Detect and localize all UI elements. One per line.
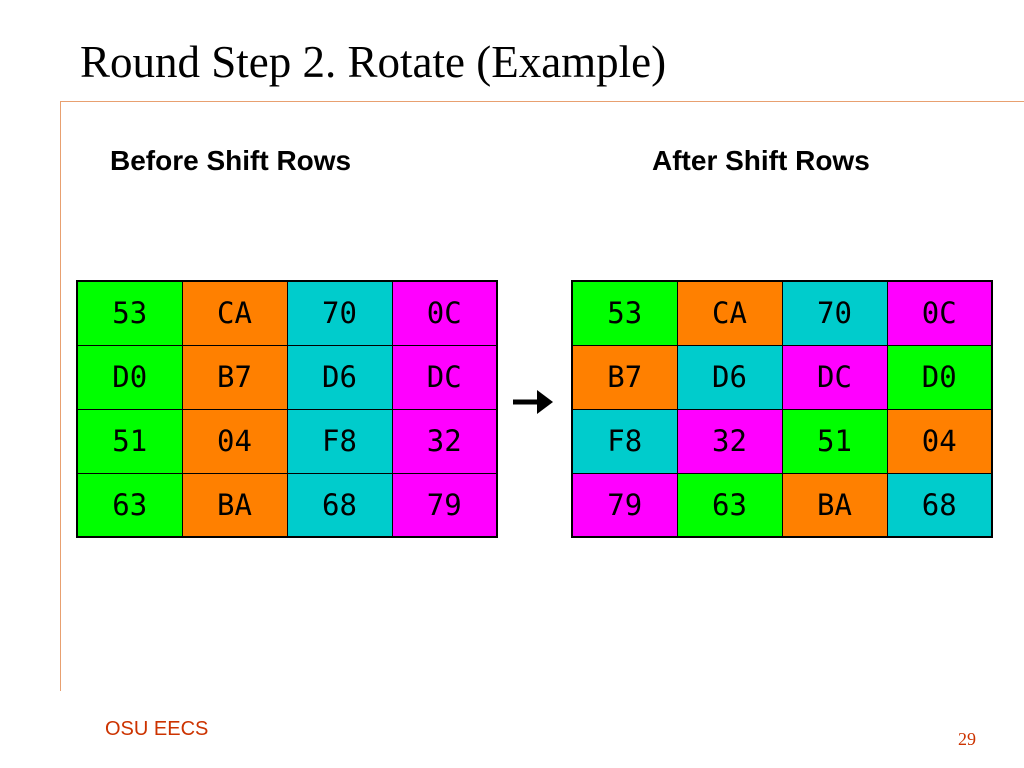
page-number: 29 — [958, 729, 976, 749]
byte-cell: 53 — [76, 280, 183, 346]
byte-cell: D0 — [76, 344, 183, 410]
byte-cell: 68 — [886, 472, 993, 538]
byte-cell: D6 — [286, 344, 393, 410]
slide-title: Round Step 2. Rotate (Example) — [80, 37, 667, 87]
byte-cell: 32 — [676, 408, 783, 474]
byte-cell: 0C — [391, 280, 498, 346]
byte-cell: 51 — [76, 408, 183, 474]
left-margin-divider — [60, 101, 61, 691]
before-shift-rows-heading: Before Shift Rows — [110, 145, 352, 176]
byte-cell: 51 — [781, 408, 888, 474]
title-divider — [60, 101, 1024, 102]
byte-cell: B7 — [181, 344, 288, 410]
byte-cell: 04 — [181, 408, 288, 474]
byte-cell: BA — [781, 472, 888, 538]
byte-cell: BA — [181, 472, 288, 538]
byte-cell: CA — [676, 280, 783, 346]
byte-cell: 53 — [571, 280, 678, 346]
byte-cell: 70 — [286, 280, 393, 346]
byte-cell: 0C — [886, 280, 993, 346]
byte-cell: 68 — [286, 472, 393, 538]
byte-cell: DC — [781, 344, 888, 410]
after-shift-rows-heading: After Shift Rows — [652, 145, 870, 176]
footer-label: OSU EECS — [105, 718, 209, 740]
byte-cell: 04 — [886, 408, 993, 474]
byte-cell: DC — [391, 344, 498, 410]
byte-cell: 63 — [676, 472, 783, 538]
right-arrow-icon — [513, 390, 553, 414]
byte-cell: 79 — [571, 472, 678, 538]
byte-cell: D0 — [886, 344, 993, 410]
byte-cell: B7 — [571, 344, 678, 410]
byte-cell: 79 — [391, 472, 498, 538]
byte-cell: F8 — [571, 408, 678, 474]
byte-cell: 32 — [391, 408, 498, 474]
byte-cell: D6 — [676, 344, 783, 410]
byte-cell: 70 — [781, 280, 888, 346]
byte-cell: CA — [181, 280, 288, 346]
byte-cell: 63 — [76, 472, 183, 538]
byte-cell: F8 — [286, 408, 393, 474]
